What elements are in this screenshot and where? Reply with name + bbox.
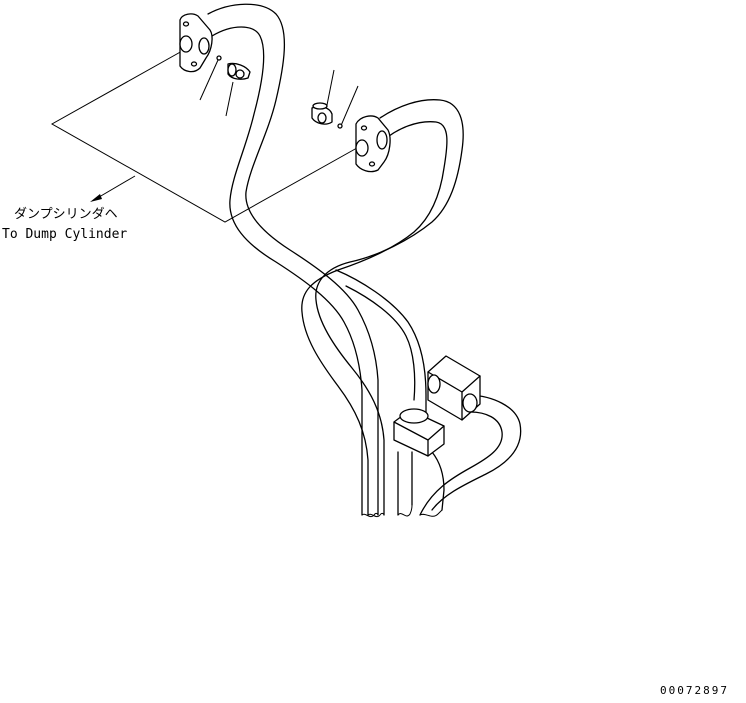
pipe-tee-vertical — [335, 269, 427, 421]
pipe-left — [207, 3, 379, 516]
pipe-break-ends — [361, 504, 443, 518]
pipe-branch-right — [419, 394, 522, 516]
reference-plane — [50, 40, 374, 223]
fitting-right — [311, 102, 343, 129]
part-number: 00072897 — [660, 684, 729, 697]
flange-upper-left — [179, 13, 213, 73]
leader-lines — [199, 59, 359, 129]
tee-block-upper — [427, 355, 481, 421]
pipe-right — [301, 99, 464, 516]
pipe-lower — [397, 451, 445, 516]
label-english: To Dump Cylinder — [2, 227, 127, 242]
flange-right — [355, 115, 391, 173]
label-japanese: ダンプシリンダヘ — [14, 207, 118, 222]
direction-arrow — [90, 175, 136, 202]
tee-block-lower — [393, 408, 445, 457]
fitting-left — [216, 55, 251, 80]
